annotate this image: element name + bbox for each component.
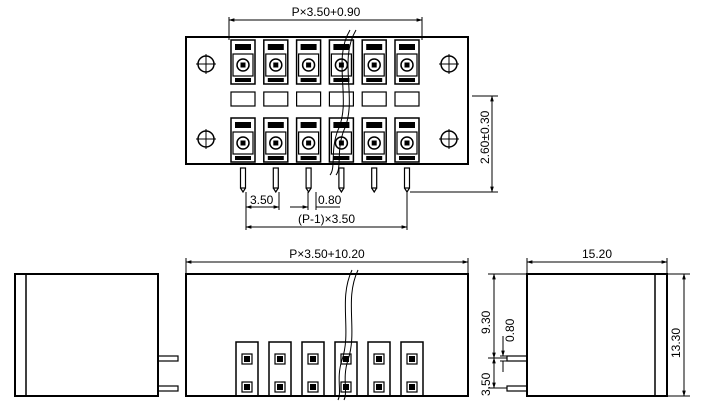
separator-bar	[296, 91, 322, 107]
dim-side-pin: 0.80	[503, 318, 517, 342]
top-pin	[305, 167, 312, 189]
dim-pitch: 3.50	[250, 193, 274, 207]
front-cavity	[235, 341, 259, 397]
top-pin	[371, 167, 378, 189]
lower-contact	[263, 117, 289, 163]
left-side-view	[14, 273, 179, 397]
upper-contact-row	[230, 39, 420, 85]
upper-contact	[361, 39, 387, 85]
separator-bar	[328, 91, 354, 107]
dim-total-height: 13.30	[669, 328, 683, 358]
separator-bars	[230, 91, 420, 107]
lower-contact-row	[230, 117, 420, 163]
lower-contact	[295, 117, 322, 163]
top-pin-tip	[239, 187, 247, 194]
dim-side-pin-pos: 3.50	[479, 372, 493, 396]
break-line	[337, 269, 353, 401]
separator-bar	[361, 91, 387, 107]
front-view: P×3.50+10.20	[185, 247, 469, 401]
break-line	[329, 29, 351, 176]
top-view: P×3.50+0.90 2.60±0.30 3.50 0.80 (P-1)×3.…	[185, 5, 498, 230]
upper-contact	[230, 39, 256, 85]
separator-bar	[230, 91, 256, 107]
dim-pin-width: 0.80	[318, 193, 342, 207]
lower-contact	[361, 117, 387, 163]
top-pin	[338, 167, 345, 189]
dim-depth: 15.20	[582, 247, 612, 261]
upper-contact	[263, 39, 289, 85]
upper-contact	[295, 39, 322, 85]
upper-contact	[328, 39, 355, 85]
mounting-hole-bottom-right	[439, 129, 459, 149]
mounting-hole-top-right	[439, 54, 459, 74]
top-view-flange	[185, 36, 469, 165]
top-pin-tip	[403, 187, 411, 194]
dim-front-width: P×3.50+10.20	[289, 247, 365, 261]
separator-bar	[394, 91, 420, 107]
separator-bar	[263, 91, 289, 107]
right-side-view: 15.20 13.30 9.30 0.80 3.50	[479, 247, 690, 397]
top-pin	[239, 167, 247, 189]
dim-side-height-a: 9.30	[479, 310, 493, 334]
mounting-hole-top-left	[196, 54, 216, 74]
front-cavity	[400, 341, 424, 397]
lower-contact	[394, 117, 420, 163]
dim-height-offset: 2.60±0.30	[478, 110, 492, 164]
front-cavities	[235, 341, 424, 397]
top-pin-tip	[338, 187, 345, 194]
top-pin-tip	[272, 187, 279, 194]
top-pin-tip	[371, 187, 378, 194]
front-cavity	[301, 341, 325, 397]
top-pin	[403, 167, 411, 189]
top-pin	[272, 167, 279, 189]
break-line	[335, 29, 357, 176]
mounting-hole-bottom-left	[196, 129, 216, 149]
dim-pin-span: (P-1)×3.50	[298, 212, 355, 226]
break-line	[343, 269, 359, 401]
lower-contact	[230, 117, 256, 163]
top-view-pins	[239, 167, 411, 194]
front-cavity	[367, 341, 391, 397]
front-cavity	[268, 341, 292, 397]
upper-contact	[394, 39, 420, 85]
dim-top-width: P×3.50+0.90	[292, 5, 361, 19]
top-pin-tip	[305, 187, 312, 194]
